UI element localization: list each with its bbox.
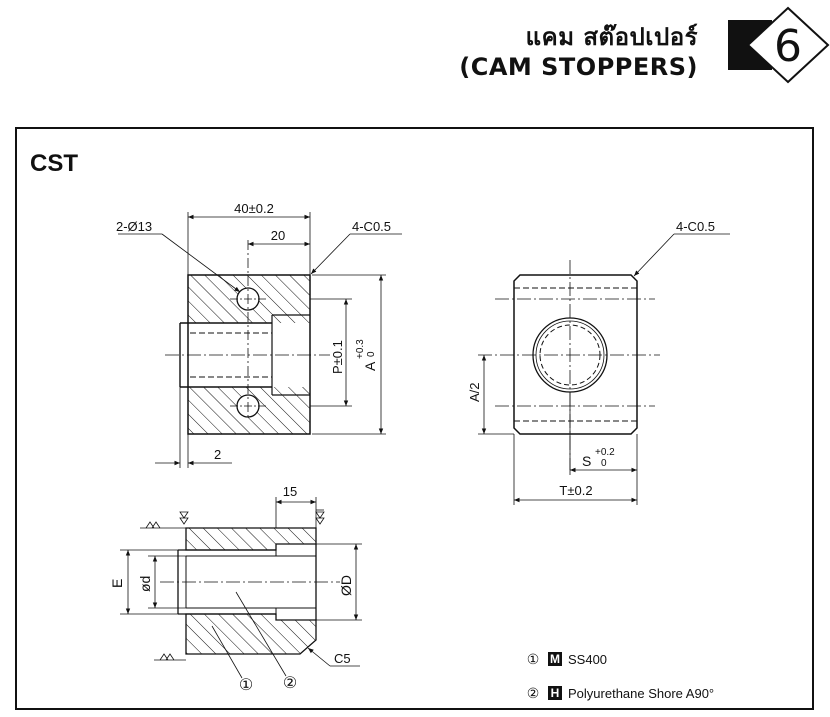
dim-half-width: 20 <box>271 228 285 243</box>
dim-pitch: P±0.1 <box>330 340 345 374</box>
dim-overall-width: 40±0.2 <box>234 201 274 216</box>
dim-hole-spec: 2-Ø13 <box>116 219 152 234</box>
drawing-frame <box>15 127 814 710</box>
title-english: (CAM STOPPERS) <box>459 53 698 81</box>
legend-item-1: ① M SS400 <box>526 648 714 670</box>
dim-width-t: T±0.2 <box>559 483 592 498</box>
legend-number: ① <box>526 651 540 667</box>
dim-chamfer-top: 4-C0.5 <box>352 219 391 234</box>
dim-side-chamfer: 4-C0.5 <box>676 219 715 234</box>
dim-slot-s: S <box>582 453 591 469</box>
legend-text: SS400 <box>568 651 608 667</box>
dim-big-d: ØD <box>338 575 354 596</box>
dim-e: E <box>109 579 125 588</box>
material-mark-icon: M <box>548 652 562 666</box>
legend-number: ② <box>526 685 540 701</box>
legend-item-2: ② H Polyurethane Shore A90° <box>526 682 714 704</box>
dim-15: 15 <box>283 484 297 499</box>
material-legend: ① M SS400 ② H Polyurethane Shore A90° <box>526 648 714 716</box>
header-title: แคม สต๊อปเปอร์ (CAM STOPPERS) <box>459 22 698 82</box>
dim-c5: C5 <box>334 651 351 666</box>
front-view: 40±0.2 20 2-Ø13 4-C0.5 P±0.1 A +0.3 0 2 <box>116 201 402 468</box>
surface-finish-marks <box>140 509 325 661</box>
side-view: 4-C0.5 A/2 S +0.2 0 T±0.2 <box>467 219 730 505</box>
dim-small-d: ød <box>137 576 153 592</box>
dim-offset-2: 2 <box>214 447 221 462</box>
dim-slot-s-tol-upper: +0.2 <box>595 447 615 458</box>
callout-2: ② <box>283 675 297 692</box>
legend-text: Polyurethane Shore A90° <box>568 685 715 701</box>
dim-half-height: A/2 <box>467 382 482 402</box>
callout-1: ① <box>239 677 253 694</box>
part-code: CST <box>30 150 78 177</box>
title-thai: แคม สต๊อปเปอร์ <box>525 23 698 51</box>
dim-slot-s-tol-lower: 0 <box>601 458 607 469</box>
dim-height-a-tol-upper: +0.3 <box>355 339 366 359</box>
dim-height-a: A <box>362 361 378 371</box>
hardness-mark-icon: H <box>548 686 562 700</box>
chapter-number: 6 <box>774 21 802 72</box>
dim-height-a-tol-lower: 0 <box>366 351 377 357</box>
chapter-badge: 6 <box>728 6 830 84</box>
section-view: 15 E ød ØD C5 ① ② <box>109 484 362 694</box>
